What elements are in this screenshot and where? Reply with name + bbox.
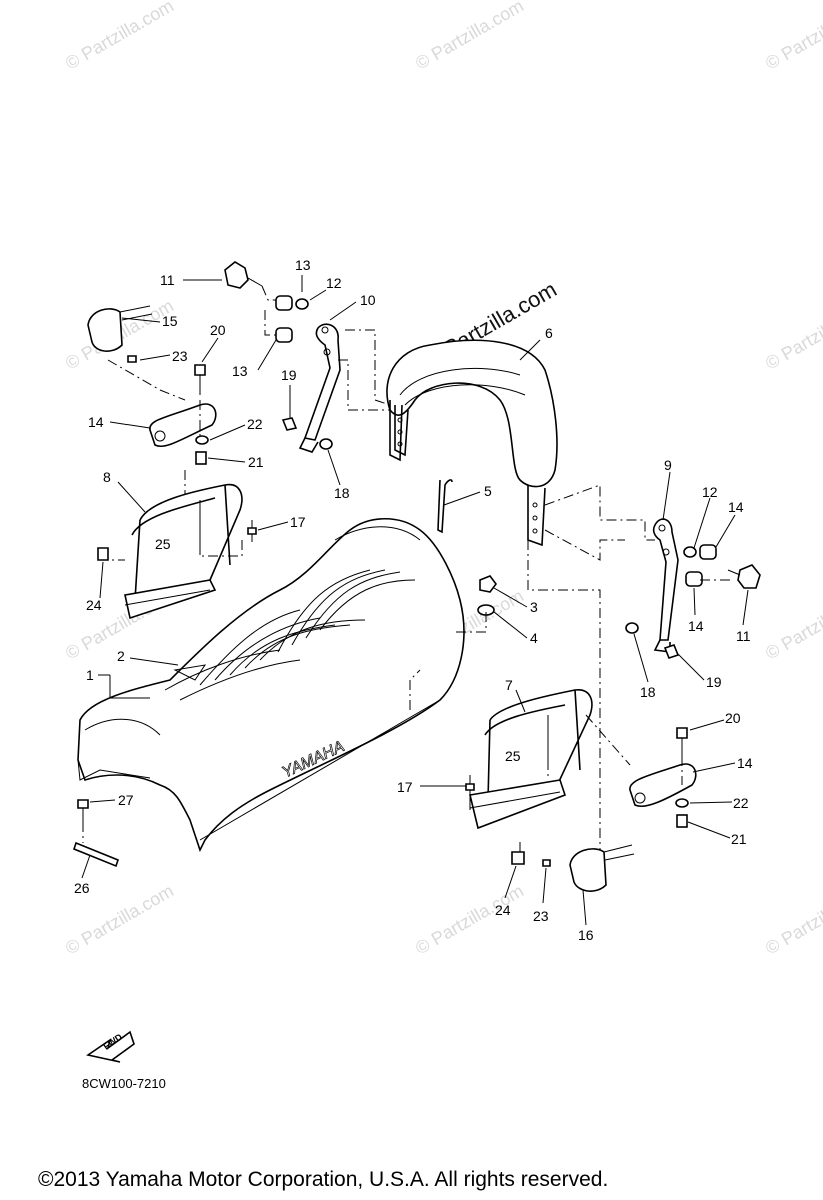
watermark: © Partzilla.com xyxy=(762,295,823,373)
callout: 4 xyxy=(530,630,538,646)
callout: 19 xyxy=(281,367,297,383)
watermark: © Partzilla.com xyxy=(762,880,823,958)
watermark: © Partzilla.com xyxy=(412,0,527,73)
leader-lines xyxy=(81,275,749,926)
callout: 13 xyxy=(232,363,248,379)
watermark: © Partzilla.com xyxy=(412,880,527,958)
callout: 11 xyxy=(736,628,751,644)
callout: 27 xyxy=(118,792,134,808)
small-hardware xyxy=(73,261,761,892)
stay-left-part xyxy=(298,323,403,462)
callout: 26 xyxy=(74,880,90,896)
fwd-arrow-icon: FWD xyxy=(86,1030,135,1063)
callout: 3 xyxy=(530,599,538,615)
backrest-part xyxy=(386,339,558,547)
bracket-left-part xyxy=(124,483,243,620)
callout: 5 xyxy=(484,483,492,499)
callout: 20 xyxy=(210,322,226,338)
callout: 15 xyxy=(162,313,178,329)
seat-part: YAMAHA xyxy=(77,518,465,853)
callout: 22 xyxy=(733,795,749,811)
callout: 25 xyxy=(505,748,521,764)
callout: 25 xyxy=(155,536,171,552)
hinge-left-part xyxy=(149,403,217,448)
background-watermarks: © Partzilla.com © Partzilla.com © Partzi… xyxy=(62,0,823,958)
copyright-notice: ©2013 Yamaha Motor Corporation, U.S.A. A… xyxy=(38,1168,608,1191)
callout: 10 xyxy=(360,292,376,308)
callout: 12 xyxy=(702,484,718,500)
assembly-lines xyxy=(82,285,730,852)
callout: 23 xyxy=(533,908,549,924)
callout: 14 xyxy=(737,755,753,771)
callout: 17 xyxy=(290,514,306,530)
callout: 9 xyxy=(664,457,672,473)
callout: 14 xyxy=(688,618,704,634)
callout: 13 xyxy=(295,257,311,273)
callout: 1 xyxy=(86,667,94,683)
callout: 19 xyxy=(706,674,722,690)
callout: 11 xyxy=(160,272,175,288)
callout: 18 xyxy=(640,684,656,700)
stay-right-part xyxy=(652,518,679,653)
callout: 2 xyxy=(117,648,125,664)
callout: 14 xyxy=(88,414,104,430)
callout: 21 xyxy=(731,831,747,847)
watermark: © Partzilla.com xyxy=(762,0,823,73)
callout: 7 xyxy=(505,677,513,693)
callout: 8 xyxy=(103,469,111,485)
callout: 17 xyxy=(397,779,413,795)
callout: 24 xyxy=(86,597,102,613)
callout: 18 xyxy=(334,485,350,501)
diagram-code: 8CW100-7210 xyxy=(82,1076,166,1091)
callout: 22 xyxy=(247,416,263,432)
callout: 24 xyxy=(495,902,511,918)
bracket-right-part xyxy=(469,689,593,830)
callout: 21 xyxy=(248,454,264,470)
watermark: © Partzilla.com xyxy=(62,0,177,73)
watermark: © Partzilla.com xyxy=(762,585,823,663)
callout: 12 xyxy=(326,275,342,291)
callout-numbers: 11 13 12 10 15 20 23 13 19 14 22 21 18 5… xyxy=(74,257,753,943)
callout: 14 xyxy=(728,499,744,515)
callout: 23 xyxy=(172,348,188,364)
callout: 6 xyxy=(545,325,553,341)
callout: 20 xyxy=(725,710,741,726)
callout: 16 xyxy=(578,927,594,943)
